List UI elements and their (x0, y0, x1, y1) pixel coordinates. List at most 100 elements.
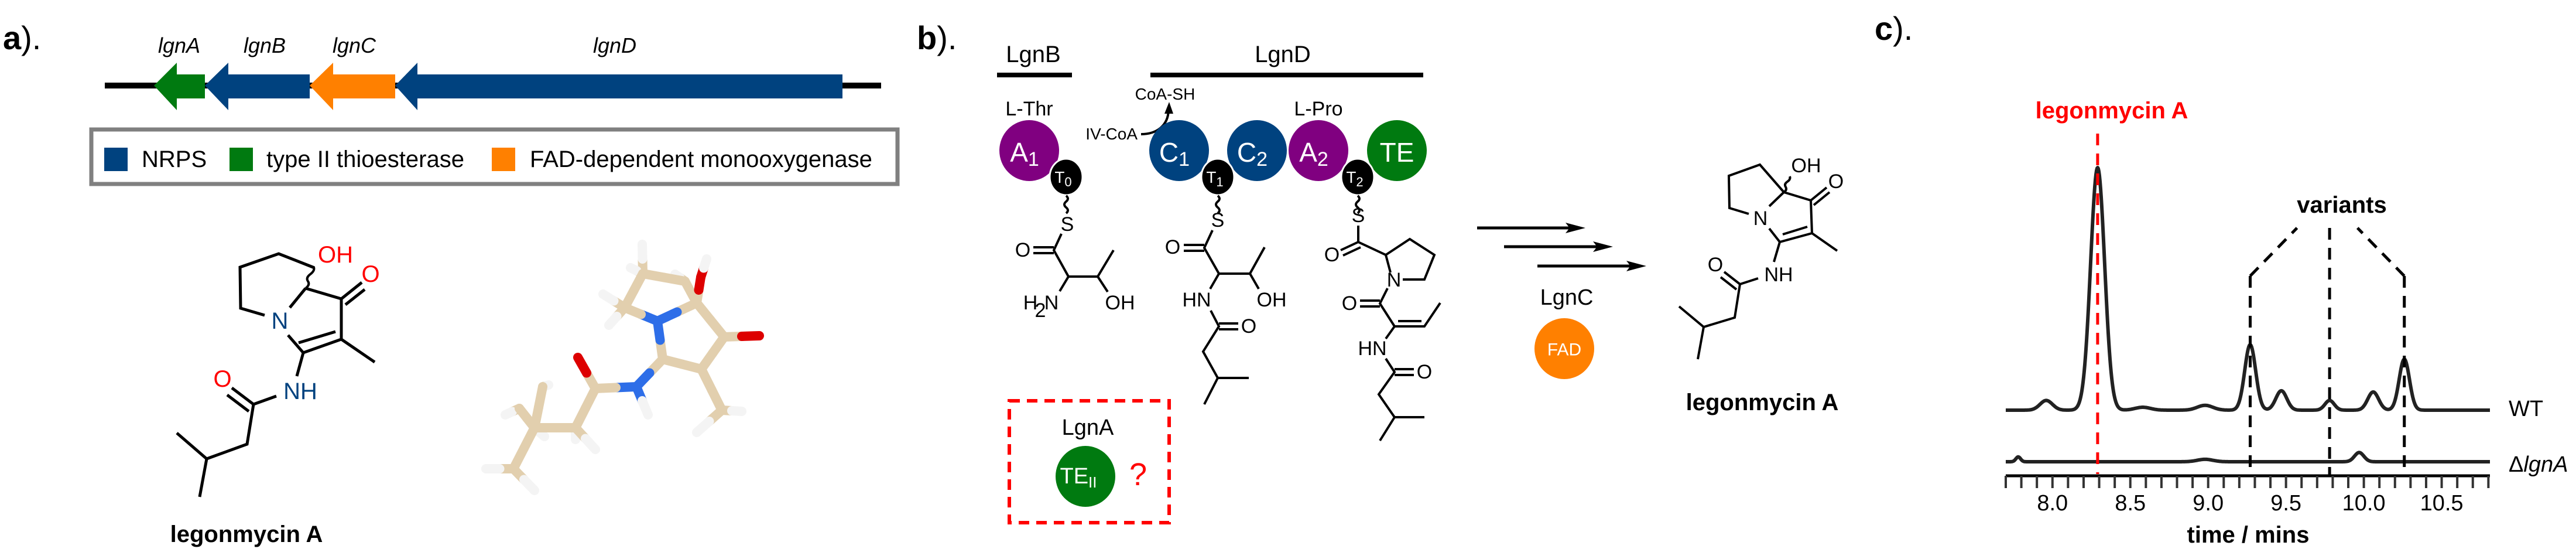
domain-t2: T2 (1340, 158, 1375, 196)
atom-o: O (1417, 361, 1432, 383)
domain-label: T1 (1206, 168, 1223, 189)
atom-oh: OH (1105, 292, 1135, 314)
bond (1385, 325, 1396, 340)
legend-swatch-thioesterase (229, 148, 253, 171)
product-coa-sh: CoA-SH (1135, 85, 1195, 103)
atom-h2n-sub: 2 (1035, 299, 1046, 322)
atom-n: N (1753, 207, 1768, 230)
compound-label-b: legonmycin A (1686, 390, 1839, 415)
bond (340, 338, 376, 364)
domain-a2: A2 (1289, 120, 1348, 181)
atom-n: N (1387, 269, 1402, 291)
domain-c1: C1 (1149, 120, 1209, 181)
atom-nh: NH (1764, 264, 1793, 286)
bond (1385, 254, 1392, 273)
gene-label-lgnB: lgnB (244, 33, 286, 57)
panel-b: b). LgnB LgnD L-Thr L-Pro IV-CoA CoA-SH … (917, 19, 1844, 524)
legend-label-thioesterase: type II thioesterase (266, 146, 464, 172)
wavy-linker (1215, 195, 1221, 214)
protein-label-lgnD: LgnD (1255, 42, 1311, 67)
atom-s: S (1352, 204, 1365, 227)
bond (1340, 241, 1359, 251)
panel-b-label: b). (917, 19, 957, 56)
substrate-l-thr: L-Thr (1005, 98, 1053, 120)
nrps-domains: A1 C1 C2 A2 TE T0 T1 T2 (999, 120, 1427, 196)
x-tick-label: 10.0 (2342, 491, 2386, 516)
stick-bond (699, 254, 711, 273)
bond (1201, 310, 1249, 379)
bond (1203, 230, 1266, 275)
bond (1727, 163, 1785, 215)
atom-n: N (272, 308, 289, 334)
fad-label: FAD (1547, 340, 1581, 360)
atom-s: S (1061, 213, 1074, 236)
atom-o: O (1015, 239, 1030, 261)
enzyme-label-lgnC: LgnC (1540, 285, 1594, 310)
atom-oh: OH (1257, 289, 1287, 311)
atom-oh: OH (318, 242, 353, 268)
bond (1810, 186, 1828, 202)
domain-label: T2 (1346, 168, 1363, 189)
bond (1209, 273, 1220, 289)
stick-bond (535, 427, 549, 441)
structure-legonmycin-a-2d: OH O N NH O legonmycin A (170, 242, 380, 547)
domain-label: A2 (1299, 137, 1328, 171)
gene-cluster: lgnA lgnB lgnC lgnD (105, 33, 881, 110)
protein-label-lgnA: LgnA (1062, 415, 1114, 440)
domain-te: TE (1367, 120, 1427, 181)
bond (231, 387, 255, 405)
bond (1697, 326, 1705, 360)
arrowhead-icon (1593, 241, 1613, 252)
atom-s: S (1211, 209, 1225, 231)
te2-label: TEII (1060, 464, 1097, 491)
wavy-linker (1063, 195, 1069, 214)
arrowhead-icon (1626, 261, 1646, 271)
domain-a1: A1 (999, 120, 1059, 181)
stick-bond (604, 312, 622, 330)
atom-ketone-o: O (361, 261, 379, 287)
bond (340, 281, 363, 300)
wavy-linker (1355, 195, 1361, 214)
x-axis-label: time / mins (2187, 522, 2310, 548)
bond (295, 352, 305, 377)
x-tick-label: 8.0 (2037, 491, 2068, 516)
atom-o: O (1324, 244, 1340, 266)
bond (1773, 241, 1781, 263)
atom-o: O (1342, 292, 1357, 315)
bond (1097, 275, 1109, 293)
bond (1059, 275, 1070, 292)
reaction-arrows: LgnC FAD (1477, 223, 1646, 379)
stick-bond (653, 316, 665, 345)
panel-c-label: c). (1875, 10, 1913, 47)
lgnA-box: LgnA TEII ? (1008, 399, 1171, 524)
dashed-box (1008, 399, 1171, 524)
atom-oh: OH (1791, 155, 1821, 177)
bond (1678, 277, 1759, 329)
bond (1719, 276, 1738, 291)
atom-hn: HN (1358, 338, 1386, 360)
structure-legonmycin-a-3d (481, 240, 764, 495)
domain-label: C2 (1237, 137, 1268, 171)
stick-bond (598, 289, 619, 306)
domain-t0: T0 (1049, 158, 1084, 196)
substrate-l-pro: L-Pro (1294, 98, 1342, 120)
bond (1811, 232, 1838, 252)
atom-o: O (1828, 171, 1844, 193)
atom-nh: NH (283, 379, 317, 404)
legend-label-nrps: NRPS (142, 146, 207, 172)
stick-bond (692, 417, 714, 437)
arrowhead-icon (1566, 223, 1585, 233)
protein-label-lgnB: LgnB (1006, 42, 1060, 67)
stick-bond (509, 444, 529, 473)
stick-bond (638, 240, 648, 264)
domain-label: TE (1380, 137, 1414, 168)
stick-bond (534, 382, 547, 412)
gene-arrow-lgnA (154, 63, 205, 110)
atom-h2n-h: H (1023, 292, 1038, 314)
structure-pro-thioester: O N O HN O (1324, 226, 1441, 442)
te2-domain (1056, 446, 1115, 507)
bond (1377, 357, 1424, 418)
structure-legonmycin-a-product: OH O N NH O legonmycin A (1678, 155, 1844, 415)
